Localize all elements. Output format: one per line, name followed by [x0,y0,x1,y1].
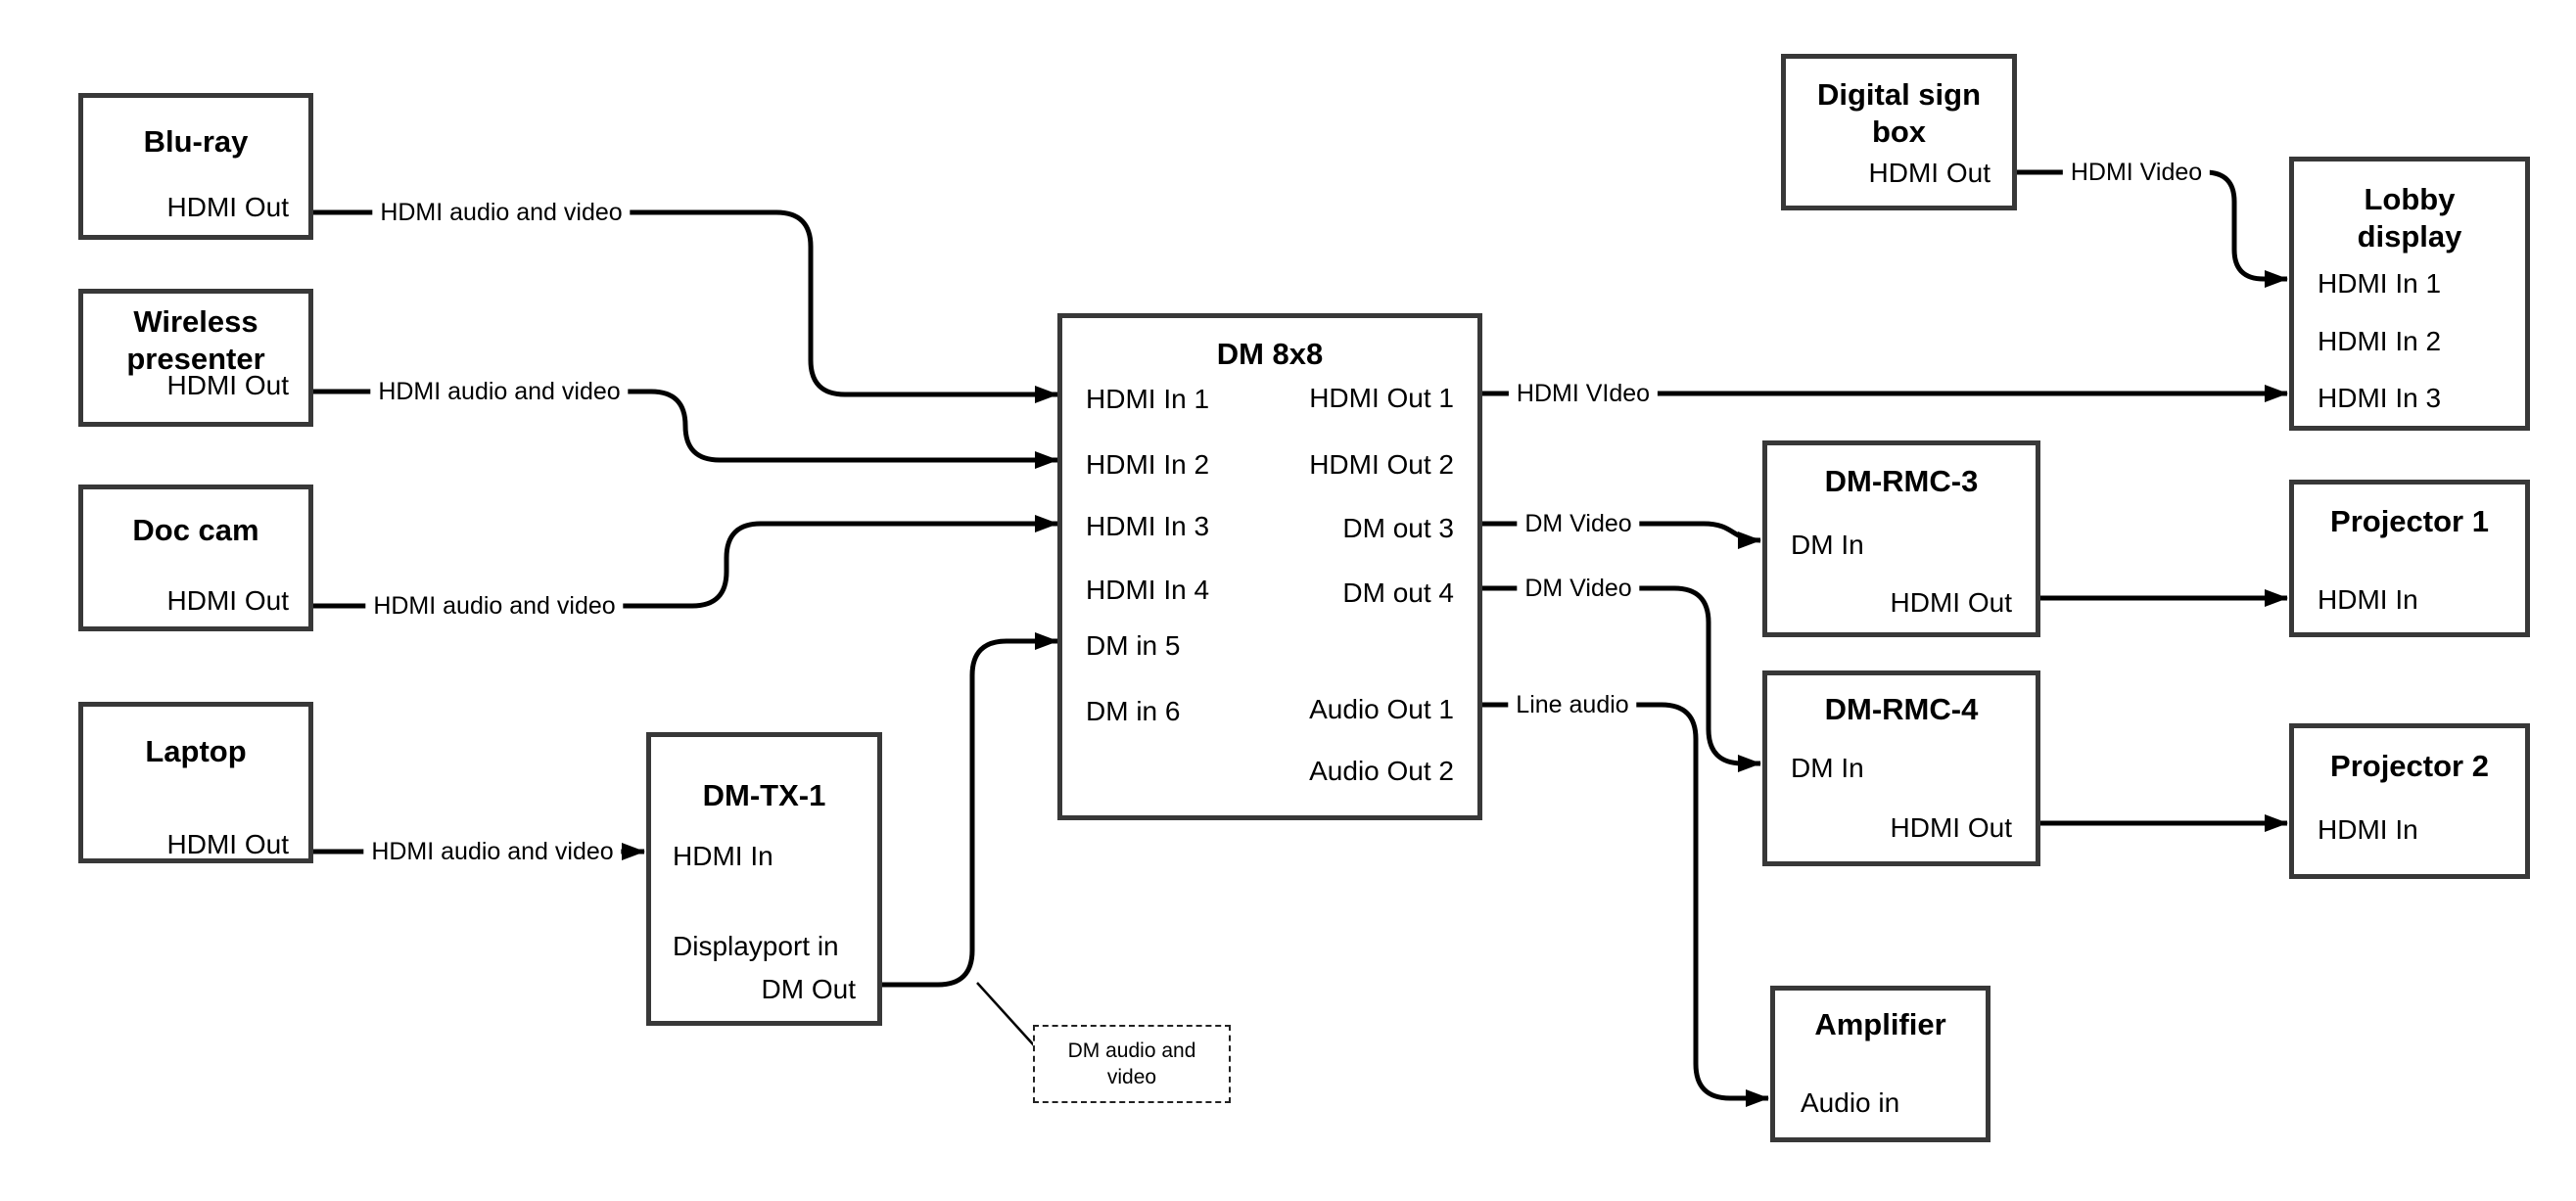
wire-dm8x8-audio1-to-amplifier [1482,702,1769,1107]
wireless-presenter-port-hdmi-out: HDMI Out [166,370,289,400]
projector-2-port-hdmi-in: HDMI In [2318,814,2418,845]
node-dm-tx-1: DM-TX-1 HDMI In Displayport in DM Out [646,732,882,1026]
digital-sign-box-port-hdmi-out: HDMI Out [1868,158,1991,188]
dm-tx-1-port-displayport-in: Displayport in [673,931,839,961]
lobby-display-title: Lobby display [2357,182,2462,254]
wire-label-wireless-hdmi-audio-video: HDMI audio and video [370,378,629,405]
wire-label-dm-video-out4: DM Video [1517,575,1640,602]
dm-8x8-port-hdmi-in-2: HDMI In 2 [1086,449,1210,480]
dm-8x8-port-audio-out-1: Audio Out 1 [1309,694,1454,724]
node-amplifier: Amplifier Audio in [1770,986,1991,1142]
node-dm-rmc-3: DM-RMC-3 DM In HDMI Out [1762,440,2040,637]
wire-label-hdmi-video-to-lobby: HDMI VIdeo [1508,380,1659,407]
wire-label-dm-video-out3: DM Video [1517,510,1640,537]
laptop-title: Laptop [145,734,247,768]
wire-label-signbox-hdmi-video: HDMI Video [2062,159,2211,186]
digital-sign-box-title: Digital sign box [1816,77,1982,149]
dm-8x8-port-audio-out-2: Audio Out 2 [1309,756,1454,786]
dm-8x8-port-hdmi-in-3: HDMI In 3 [1086,511,1210,541]
wire-doccam-to-dm8x8-in3 [313,515,1058,609]
blu-ray-port-hdmi-out: HDMI Out [166,192,289,222]
dm-8x8-port-hdmi-out-2: HDMI Out 2 [1309,449,1454,480]
dm-rmc-4-title: DM-RMC-4 [1824,692,1979,726]
node-projector-2: Projector 2 HDMI In [2289,723,2530,879]
wire-label-doccam-hdmi-audio-video: HDMI audio and video [365,592,624,620]
note-leader-line [976,982,1035,1046]
dm-audio-video-note: DM audio and video [1033,1025,1231,1103]
node-laptop: Laptop HDMI Out [78,702,313,863]
projector-1-title: Projector 1 [2330,504,2489,538]
node-projector-1: Projector 1 HDMI In [2289,480,2530,637]
dm-rmc-3-port-dm-in: DM In [1791,530,1864,560]
wire-label-bluray-hdmi-audio-video: HDMI audio and video [372,199,631,226]
dm-8x8-port-dm-out-3: DM out 3 [1342,513,1454,543]
wire-signbox-to-lobby-in1 [2017,169,2288,288]
doc-cam-title: Doc cam [132,513,259,547]
dm-rmc-3-port-hdmi-out: HDMI Out [1890,587,2012,618]
dm-8x8-port-dm-in-5: DM in 5 [1086,630,1181,661]
wire-dmtx1-to-dm8x8-in5 [882,632,1058,988]
lobby-display-port-hdmi-in-2: HDMI In 2 [2318,326,2442,356]
dm-tx-1-title: DM-TX-1 [702,778,826,812]
dm-rmc-4-port-dm-in: DM In [1791,753,1864,783]
dm-rmc-4-port-hdmi-out: HDMI Out [1890,812,2012,843]
node-dm-8x8: DM 8x8 HDMI In 1 HDMI In 2 HDMI In 3 HDM… [1057,313,1482,820]
dm-8x8-port-dm-in-6: DM in 6 [1086,696,1181,726]
dm-rmc-3-title: DM-RMC-3 [1824,464,1979,498]
projector-2-title: Projector 2 [2330,749,2489,783]
node-dm-rmc-4: DM-RMC-4 DM In HDMI Out [1762,670,2040,866]
dm-8x8-port-hdmi-in-4: HDMI In 4 [1086,575,1210,605]
dm-8x8-port-hdmi-in-1: HDMI In 1 [1086,384,1210,414]
wire-wireless-to-dm8x8-in2 [313,389,1058,469]
wire-label-laptop-hdmi-audio-video: HDMI audio and video [363,838,622,865]
wireless-presenter-title: Wireless presenter [126,304,265,376]
dm-tx-1-port-hdmi-in: HDMI In [673,841,773,871]
node-blu-ray: Blu-ray HDMI Out [78,93,313,240]
node-lobby-display: Lobby display HDMI In 1 HDMI In 2 HDMI I… [2289,157,2530,431]
dm-8x8-port-dm-out-4: DM out 4 [1342,577,1454,608]
lobby-display-port-hdmi-in-3: HDMI In 3 [2318,383,2442,413]
doc-cam-port-hdmi-out: HDMI Out [166,585,289,616]
laptop-port-hdmi-out: HDMI Out [166,829,289,859]
wire-bluray-to-dm8x8-in1 [313,209,1058,403]
dm-8x8-title: DM 8x8 [1216,337,1324,371]
amplifier-title: Amplifier [1814,1007,1946,1041]
node-doc-cam: Doc cam HDMI Out [78,485,313,631]
lobby-display-port-hdmi-in-1: HDMI In 1 [2318,268,2442,299]
node-digital-sign-box: Digital sign box HDMI Out [1781,54,2017,210]
dm-8x8-port-hdmi-out-1: HDMI Out 1 [1309,383,1454,413]
amplifier-port-audio-in: Audio in [1801,1087,1900,1118]
wire-label-line-audio: Line audio [1508,691,1637,718]
projector-1-port-hdmi-in: HDMI In [2318,584,2418,615]
wire-dm8x8-out3-to-rmc3-dmin [1482,521,1761,549]
node-wireless-presenter: Wireless presenter HDMI Out [78,289,313,427]
blu-ray-title: Blu-ray [143,124,249,159]
wire-dm8x8-out4-to-rmc4-dmin [1482,585,1761,772]
dm-tx-1-port-dm-out: DM Out [761,974,856,1004]
